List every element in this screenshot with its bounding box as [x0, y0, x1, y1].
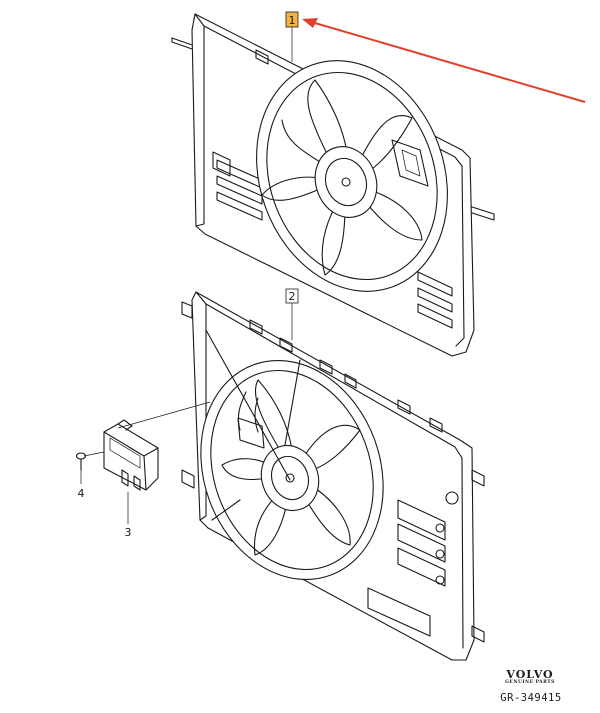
- callout-1[interactable]: 1: [285, 11, 299, 62]
- callout-2[interactable]: 2: [285, 288, 299, 340]
- callout-4[interactable]: 4: [78, 470, 85, 500]
- annotation-arrow: [302, 18, 586, 103]
- callout-4-label: 4: [78, 487, 85, 500]
- brand-tagline: GENUINE PARTS: [505, 680, 555, 685]
- callout-2-label: 2: [289, 290, 296, 303]
- screw: [75, 451, 105, 471]
- callout-3-label: 3: [125, 526, 132, 539]
- callout-3[interactable]: 3: [125, 492, 132, 539]
- callout-1-label: 1: [289, 14, 296, 27]
- fan-shroud-assembly-upper: [171, 13, 495, 357]
- brand-name: VOLVO: [506, 668, 554, 681]
- fan-shroud-assembly-lower: [181, 291, 485, 661]
- drawing-number: GR-349415: [500, 692, 562, 704]
- brand-logo: VOLVO GENUINE PARTS: [470, 668, 590, 685]
- fan-control-module: [103, 401, 211, 491]
